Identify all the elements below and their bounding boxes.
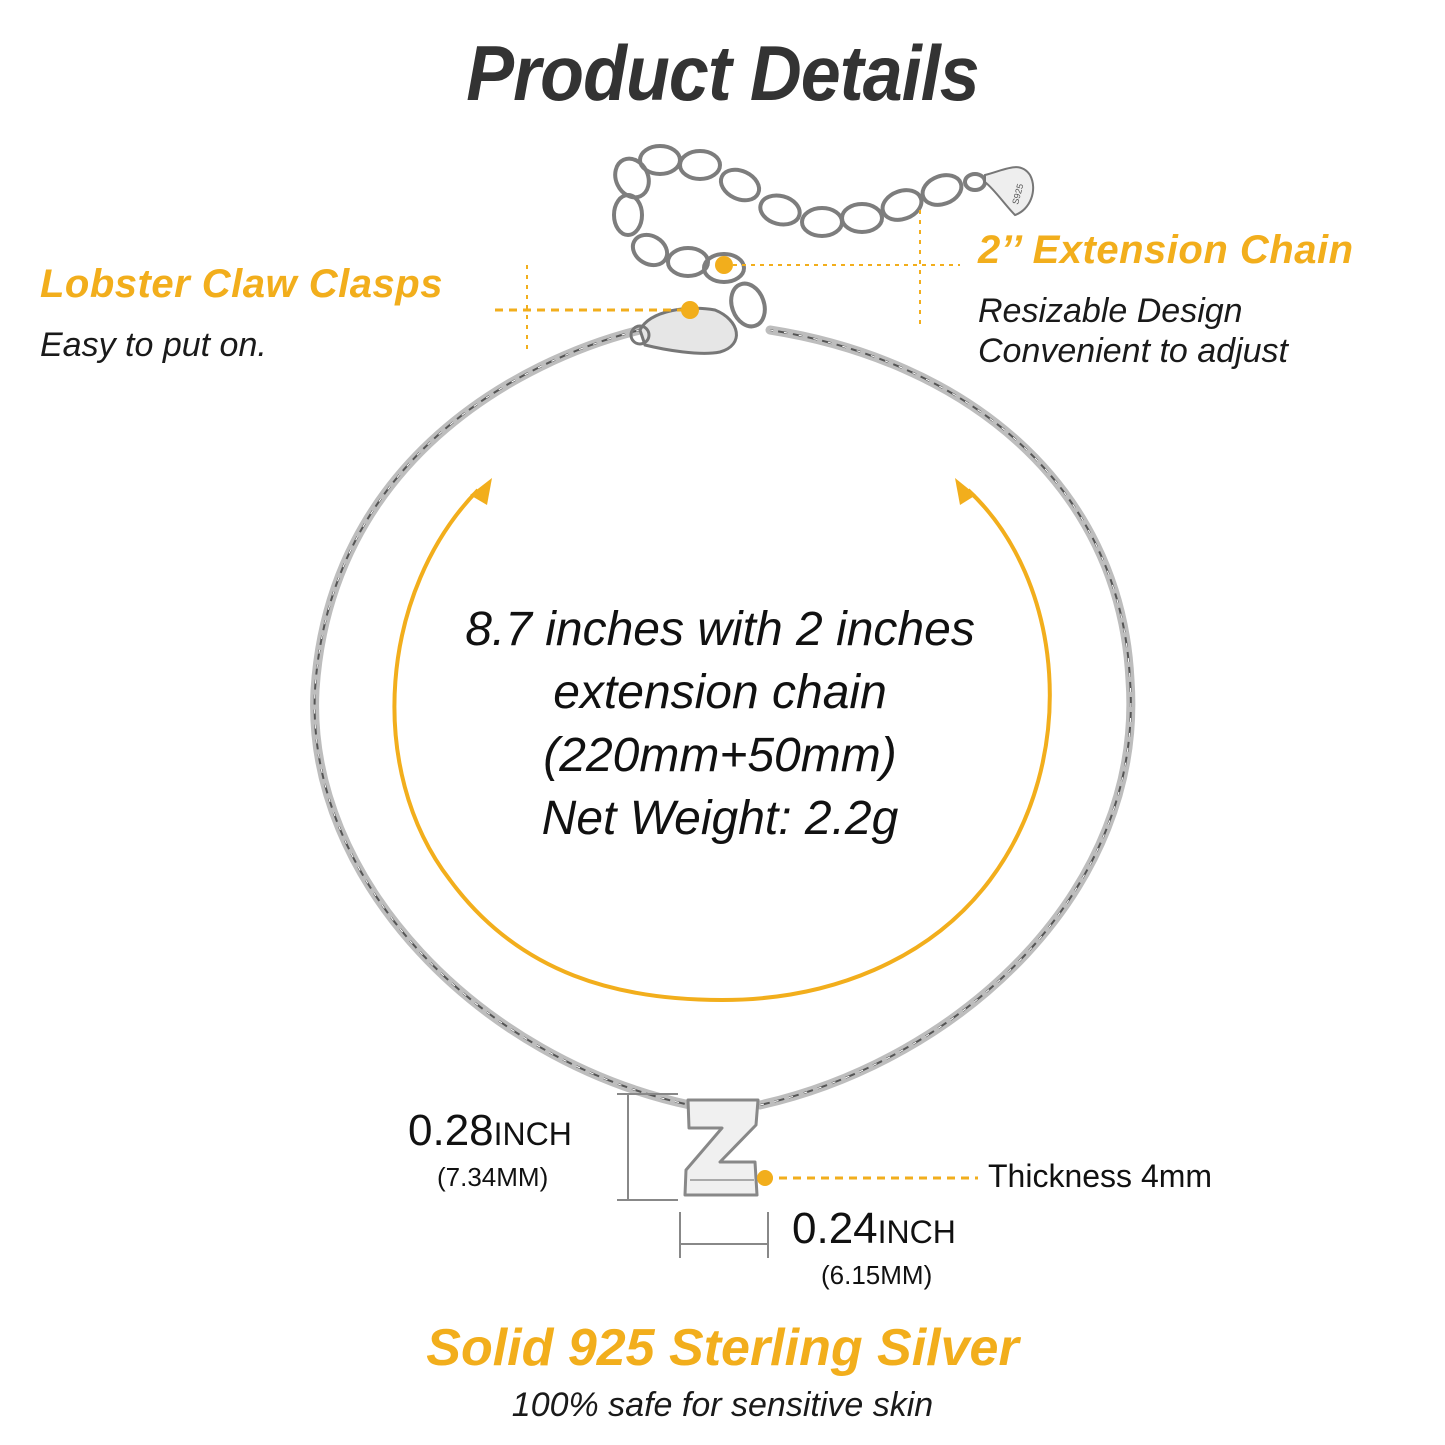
pendant-width-unit: INCH — [877, 1214, 956, 1250]
pendant-height-value: 0.28 — [408, 1106, 494, 1155]
pendant-width-metric: (6.15MM) — [821, 1260, 933, 1290]
z-pendant — [683, 1098, 760, 1197]
length-line-1: 8.7 inches with 2 inches — [465, 603, 975, 656]
extension-subtext-1: Resizable Design — [978, 292, 1243, 330]
bracelet-chain — [310, 325, 1136, 1110]
pendant-thickness: Thickness 4mm — [988, 1158, 1213, 1194]
page-title: Product Details — [466, 29, 979, 117]
extension-subtext-2: Convenient to adjust — [978, 332, 1288, 370]
clasp-callout — [495, 265, 699, 355]
length-info: 8.7 inches with 2 inches extension chain… — [370, 598, 1070, 850]
length-line-2: extension chain — [553, 666, 887, 719]
pendant-width-value: 0.24 — [792, 1204, 878, 1253]
length-line-3: (220mm+50mm) — [543, 729, 897, 782]
height-dimension — [617, 1093, 678, 1201]
width-dimension — [679, 1212, 769, 1258]
extension-chain — [612, 144, 987, 329]
s925-tag: S925 — [984, 166, 1035, 217]
arrow-head-icon — [955, 478, 976, 505]
clasp-heading: Lobster Claw Clasps — [40, 262, 443, 306]
extension-callout — [715, 210, 960, 325]
material-subtext: 100% safe for sensitive skin — [511, 1386, 934, 1424]
pendant-height-unit: INCH — [493, 1116, 572, 1152]
extension-heading: 2’’ Extension Chain — [978, 228, 1354, 272]
weight-line: Net Weight: 2.2g — [541, 792, 899, 845]
thickness-callout — [757, 1170, 978, 1186]
pendant-height: 0.28INCH — [408, 1106, 572, 1156]
pendant-height-metric: (7.34MM) — [437, 1162, 549, 1192]
arrow-head-icon — [470, 478, 492, 505]
pendant-width: 0.24INCH — [792, 1204, 956, 1254]
clasp-subtext: Easy to put on. — [40, 326, 267, 364]
material-heading: Solid 925 Sterling Silver — [426, 1319, 1019, 1377]
length-arrows — [392, 478, 1052, 1003]
